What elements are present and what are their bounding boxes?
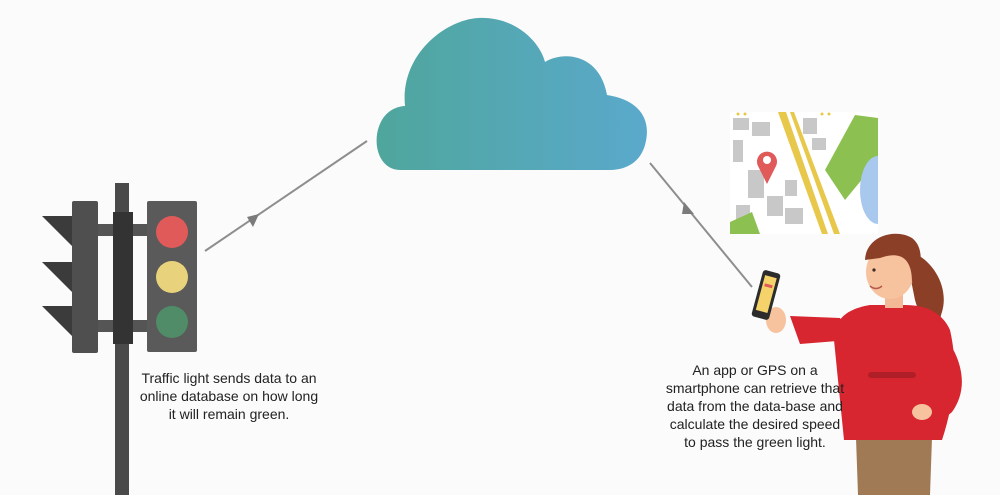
arrow-to-cloud [204,140,368,252]
arrow-to-phone [649,162,753,288]
traffic-light-caption: Traffic light sends data to an online da… [139,370,319,422]
yellow-light [156,261,188,293]
map-pin-icon [756,151,777,184]
red-light [156,216,188,248]
map-illustration [730,112,878,234]
smartphone-caption: An app or GPS on a smartphone can retrie… [665,362,845,450]
smartphone-icon [751,270,781,320]
cloud-icon [376,17,647,171]
traffic-light-icon [42,183,197,495]
green-light [156,306,188,338]
woman-illustration [751,233,962,495]
